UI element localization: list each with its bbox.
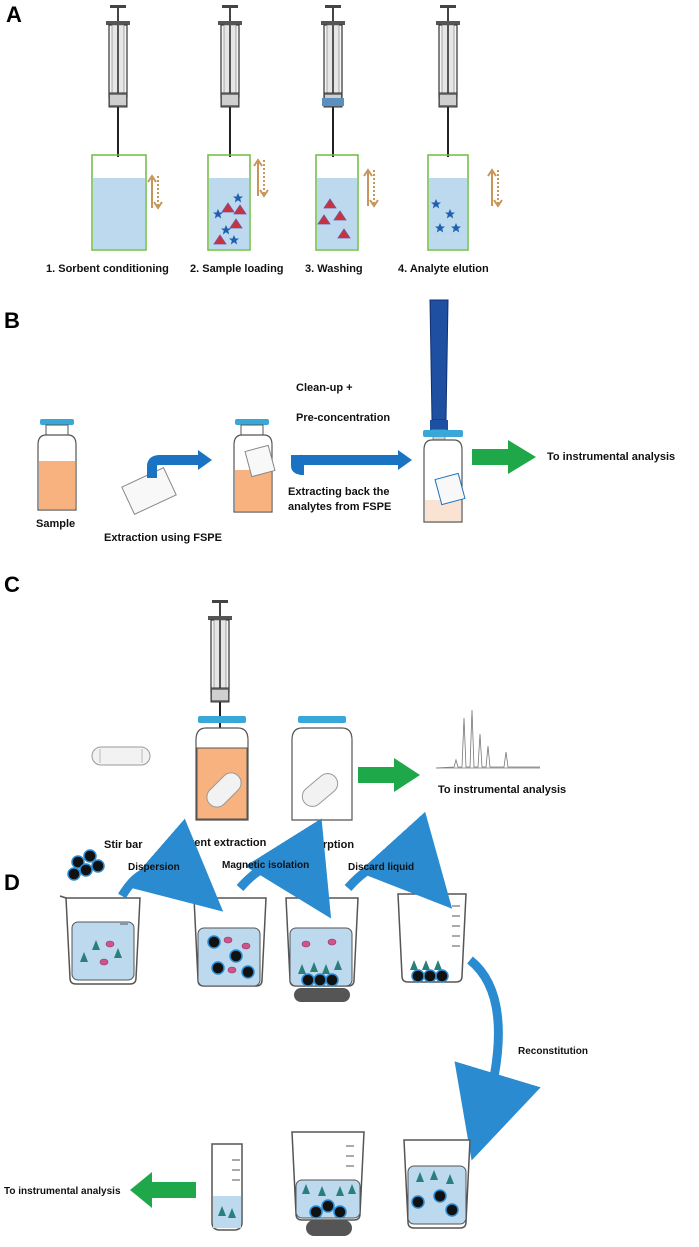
panel-d-to-instrumental: To instrumental analysis <box>4 1186 121 1197</box>
panel-b-to-instrumental: To instrumental analysis <box>547 451 675 463</box>
panel-d-beaker-5 <box>403 1139 471 1229</box>
panel-b-sample-label: Sample <box>36 518 75 530</box>
panel-d-curve-arrow <box>344 811 453 909</box>
panel-d-curve-arrow <box>118 818 224 912</box>
panel-a-step-label: 4. Analyte elution <box>398 263 489 275</box>
panel-d-reconstitution-label: Reconstitution <box>518 1046 588 1057</box>
panel-c-letter: C <box>4 572 20 597</box>
magnet-icon <box>294 988 350 1002</box>
panel-b-cleanup-label: Clean-up + <box>296 382 353 394</box>
panel-c-stirbar-label: Stir bar <box>104 839 143 851</box>
panel-d-magnetic-label: Magnetic isolation <box>222 860 309 871</box>
panel-a-step3 <box>315 4 379 251</box>
panel-b-back-label: analytes from FSPE <box>288 501 391 513</box>
panel-c-to-instrumental: To instrumental analysis <box>438 784 566 796</box>
panel-d-beaker-2 <box>193 897 267 987</box>
panel-d-beaker-3 <box>285 897 359 1002</box>
panel-c-solvent-vial <box>195 716 249 821</box>
magnet-icon <box>306 1220 352 1236</box>
panel-b-extraction-label: Extraction using FSPE <box>104 532 222 544</box>
panel-c-green-arrow <box>358 758 420 792</box>
panel-d-magnetic-beads <box>67 849 105 881</box>
panel-c-desorption-label: Desorption <box>296 839 354 851</box>
panel-b-final-vial <box>423 430 466 523</box>
panel-a-step-label: 3. Washing <box>305 263 363 275</box>
panel-d-dispersion-label: Dispersion <box>128 862 180 873</box>
panel-b-extraction-vial <box>233 419 276 513</box>
panel-d-beaker-4 <box>397 893 467 983</box>
panel-b-sample-vial <box>37 419 77 511</box>
panel-c-desorption-vial <box>291 716 353 821</box>
panel-d-letter: D <box>4 870 20 895</box>
panel-b-letter: B <box>4 308 20 333</box>
panel-d-beaker-6 <box>291 1131 365 1236</box>
panel-d-curve-arrow <box>454 956 541 1161</box>
panel-b-green-arrow <box>472 440 536 474</box>
panel-d-curve-arrow <box>236 818 332 919</box>
panel-a-letter: A <box>6 2 22 27</box>
panel-d-beaker-1 <box>59 895 141 985</box>
panel-b-preconc-label: Pre-concentration <box>296 412 390 424</box>
panel-b-blue-arrow <box>147 455 200 478</box>
panel-c-chromatogram <box>435 709 540 769</box>
panel-d-tube <box>211 1143 243 1231</box>
panel-d-green-arrow <box>130 1172 196 1208</box>
panel-a-step4 <box>427 4 503 251</box>
panel-b-back-label: Extracting back the <box>288 486 389 498</box>
panel-c-solvent-label: Solvent extraction <box>171 837 267 849</box>
panel-b-blue-arrow <box>291 454 400 475</box>
panel-a-step1 <box>91 4 163 251</box>
panel-a-step-label: 2. Sample loading <box>190 263 284 275</box>
panel-b-fspe-membrane <box>121 467 177 515</box>
panel-a-step-label: 1. Sorbent conditioning <box>46 263 169 275</box>
panel-a-step2 <box>207 4 269 251</box>
panel-c-stir-bar <box>91 746 151 766</box>
panel-d-discard-label: Discard liquid <box>348 862 414 873</box>
